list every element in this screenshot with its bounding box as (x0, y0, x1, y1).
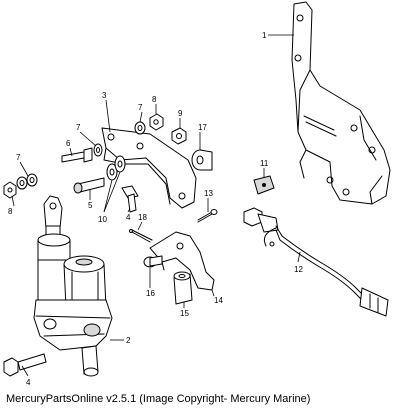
part-3-bracket-arm[interactable] (101, 127, 197, 209)
part-1-mounting-bracket[interactable] (291, 1, 391, 205)
part-13-screw[interactable] (197, 209, 218, 223)
callout-3: 3 (102, 91, 107, 100)
part-15-bushing[interactable] (173, 271, 193, 305)
part-16-pin[interactable] (143, 255, 163, 268)
part-10-washers[interactable] (106, 155, 126, 181)
part-4-bolt-mid[interactable] (121, 185, 139, 213)
part-4-bolt-lower[interactable] (3, 353, 47, 377)
callout-8a: 8 (152, 95, 157, 104)
part-12-sensor-harness[interactable] (243, 207, 389, 317)
part-17-spacer[interactable] (191, 149, 213, 171)
part-7-washer-top[interactable] (134, 121, 146, 135)
part-5-stud[interactable] (73, 177, 105, 194)
callout-9: 9 (178, 109, 183, 118)
image-caption: MercuryPartsOnline v2.5.1 (Image Copyrig… (6, 393, 311, 405)
part-8-nut-top[interactable] (149, 113, 164, 131)
callout-14: 14 (214, 296, 223, 305)
callout-4b: 4 (26, 378, 31, 387)
callout-12: 12 (294, 265, 303, 274)
callout-8b: 8 (8, 207, 13, 216)
callout-18: 18 (138, 213, 147, 222)
callout-17: 17 (198, 123, 207, 132)
leader-lines (11, 34, 301, 377)
part-6-bolt[interactable] (61, 147, 93, 163)
callout-7c: 7 (16, 153, 21, 162)
callout-4a: 4 (126, 213, 131, 222)
callout-1: 1 (262, 31, 267, 40)
callout-5: 5 (88, 201, 93, 210)
part-11-clip[interactable] (253, 175, 275, 195)
part-8-nut-left[interactable] (3, 181, 17, 199)
part-7-washer-mid[interactable] (93, 143, 103, 157)
callout-labels: 1 2 3 4 4 5 6 7 7 7 8 8 9 10 11 12 13 14… (8, 31, 303, 387)
callout-7b: 7 (138, 103, 143, 112)
callout-2: 2 (126, 336, 131, 345)
callout-6: 6 (66, 139, 71, 148)
part-7-washers-left[interactable] (16, 173, 38, 190)
part-9-nut[interactable] (171, 127, 187, 145)
callout-16: 16 (146, 289, 155, 298)
callout-7a: 7 (76, 123, 81, 132)
callout-13: 13 (204, 189, 213, 198)
callout-11: 11 (260, 159, 269, 168)
part-18-cotter-pin[interactable] (129, 229, 153, 243)
part-2-actuator-motor[interactable] (33, 195, 113, 377)
callout-10: 10 (98, 215, 107, 224)
callout-15: 15 (180, 309, 189, 318)
